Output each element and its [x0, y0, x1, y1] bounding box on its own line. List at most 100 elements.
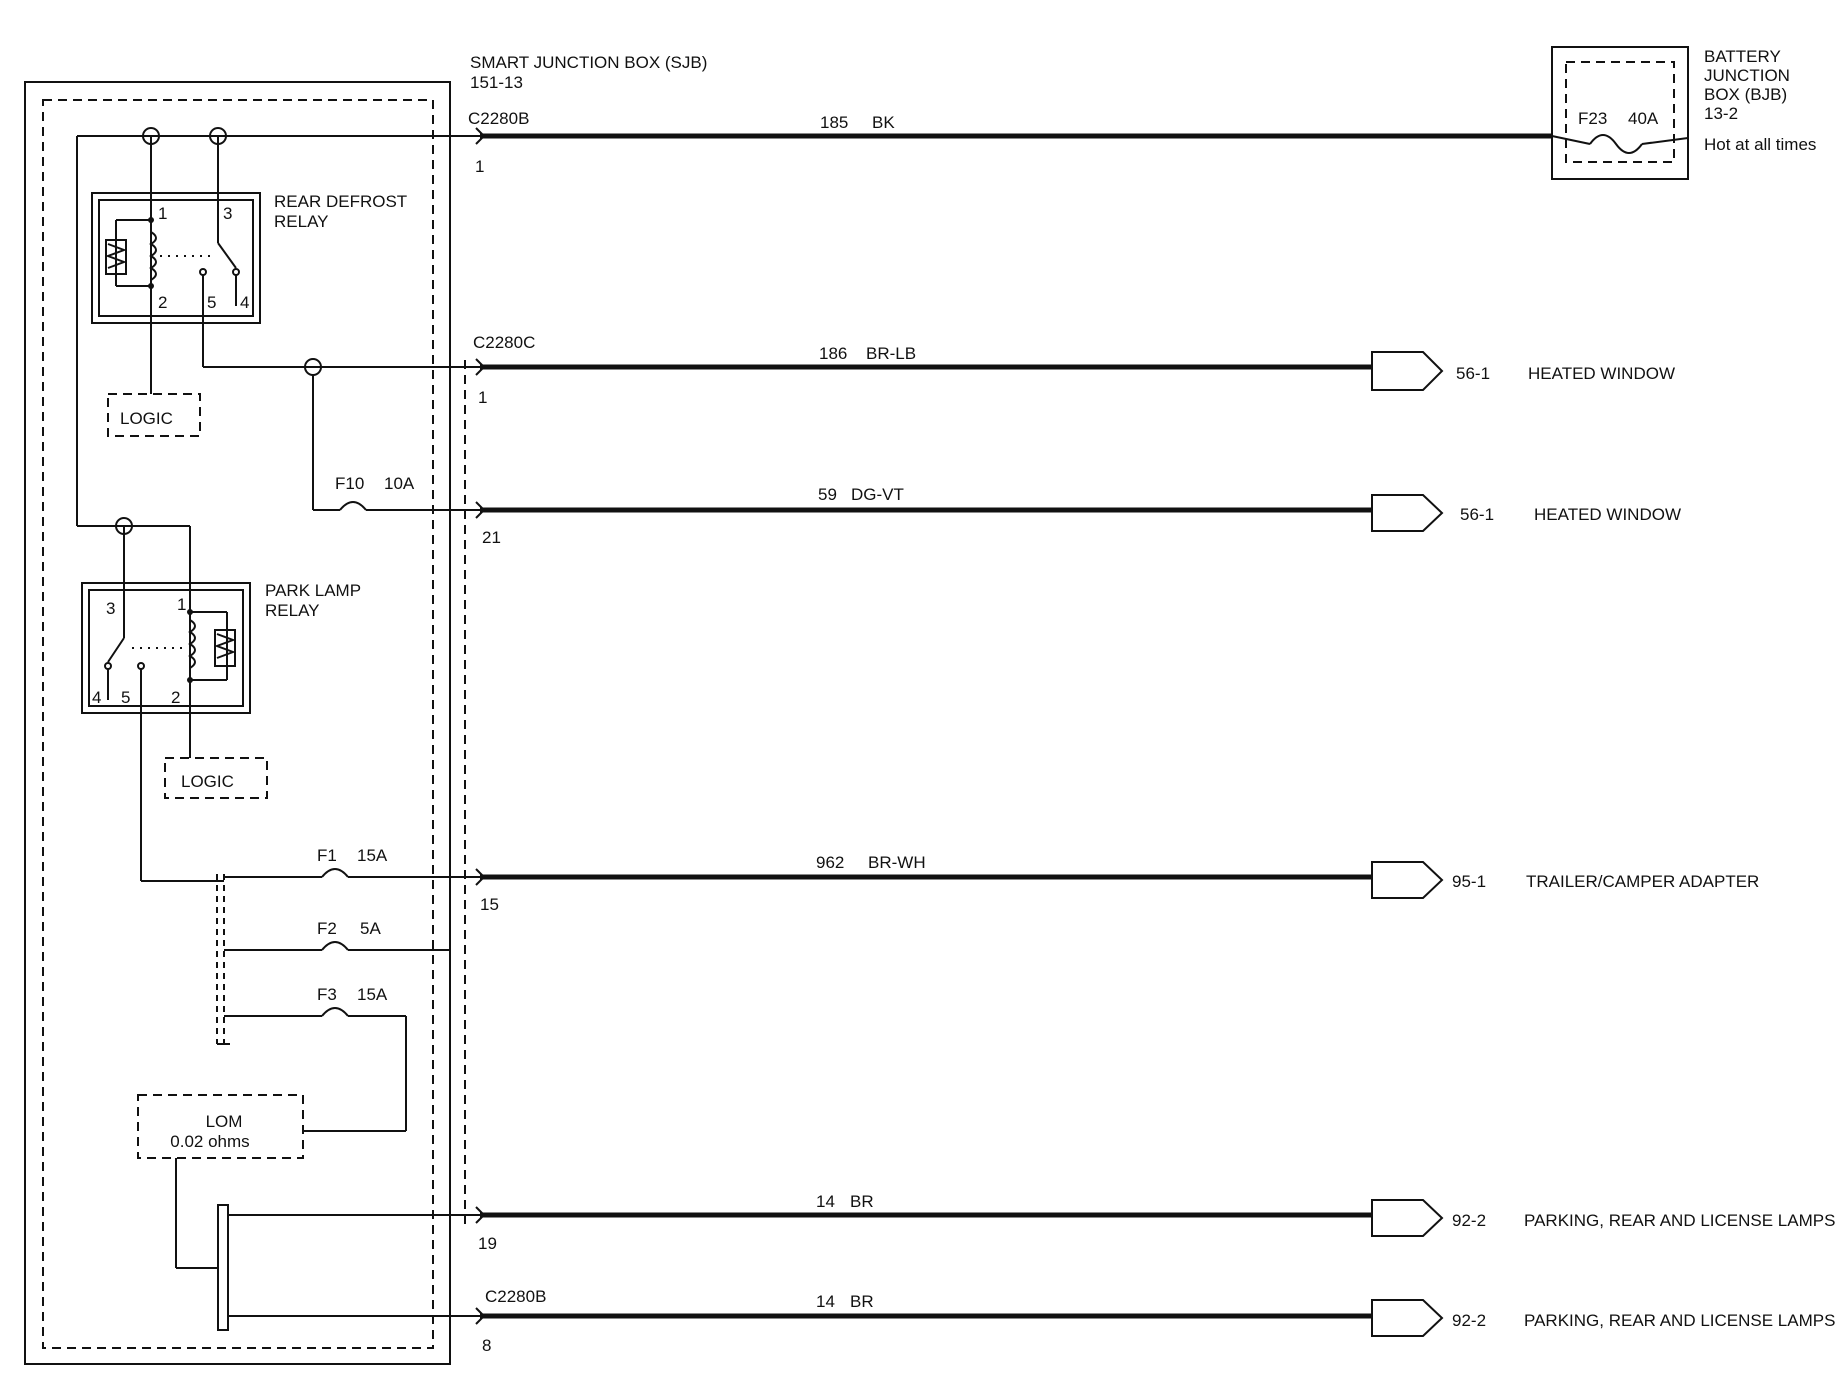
fuse-f10-amp: 10A	[384, 474, 415, 493]
relay-resistor	[105, 239, 127, 275]
fuse-f3-symbol	[321, 1007, 349, 1017]
circuit-186: C2280C 1 186 BR-LB 56-1 HEATED WINDOW	[473, 333, 1675, 407]
wire-color: BR-WH	[868, 853, 926, 872]
circuit-number: 186	[819, 344, 847, 363]
pin-1-label: 1	[177, 595, 186, 614]
fuse-f3-amp: 15A	[357, 985, 388, 1004]
pin-number: 1	[475, 157, 484, 176]
bjb-hot-note: Hot at all times	[1704, 135, 1816, 154]
pin-number: 15	[480, 895, 499, 914]
wire-color: BR-LB	[866, 344, 916, 363]
pin-5-label: 5	[121, 688, 130, 707]
wire-color: BR	[850, 1292, 874, 1311]
fuse-f3-id: F3	[317, 985, 337, 1004]
lom-module: LOM 0.02 ohms	[137, 1094, 480, 1331]
pin-1-label: 1	[158, 204, 167, 223]
circuit-962: 15 962 BR-WH 95-1 TRAILER/CAMPER ADAPTER	[475, 853, 1759, 914]
page-reference-flag	[1371, 351, 1444, 391]
fuse-f1-id: F1	[317, 846, 337, 865]
pin-3-label: 3	[223, 204, 232, 223]
destination-label: TRAILER/CAMPER ADAPTER	[1526, 872, 1759, 891]
circuit-59: 21 59 DG-VT 56-1 HEATED WINDOW	[475, 485, 1681, 547]
circuit-14-pin19: 19 14 BR 92-2 PARKING, REAR AND LICENSE …	[475, 1192, 1835, 1253]
pin-2-label: 2	[171, 688, 180, 707]
circuit-185: C2280B 1 185 BK	[468, 109, 1689, 176]
park-output-bus	[140, 669, 230, 1045]
pin-4-label: 4	[240, 293, 249, 312]
connector-id: C2280C	[473, 333, 535, 352]
connector-id: C2280B	[468, 109, 529, 128]
destination-label: PARKING, REAR AND LICENSE LAMPS	[1524, 1311, 1835, 1330]
circuit-number: 59	[818, 485, 837, 504]
relay-coil	[188, 619, 196, 669]
logic-block-defrost: LOGIC	[107, 393, 201, 437]
page-ref: 56-1	[1456, 364, 1490, 383]
page-reference-flag	[1371, 1199, 1444, 1237]
page-reference-flag	[1371, 494, 1444, 532]
pin-number: 8	[482, 1336, 491, 1355]
fuse-f1-amp: 15A	[357, 846, 388, 865]
relay-label-line1: REAR DEFROST	[274, 192, 407, 211]
lom-resistance: 0.02 ohms	[170, 1132, 249, 1151]
fuse-f2-symbol	[321, 941, 349, 951]
sjb-enclosure	[24, 81, 466, 1365]
fuse-f3: F3 15A	[224, 985, 407, 1132]
fuse-f10-symbol	[339, 501, 367, 511]
fuse-f2-id: F2	[317, 919, 337, 938]
bjb-fuse-f23	[1589, 134, 1643, 154]
page-ref: 56-1	[1460, 505, 1494, 524]
fuse-f2-amp: 5A	[360, 919, 381, 938]
destination-label: HEATED WINDOW	[1528, 364, 1675, 383]
relay-label-line2: RELAY	[265, 601, 320, 620]
logic-block-park: LOGIC	[164, 757, 268, 799]
wire-color: BK	[872, 113, 895, 132]
pin-number: 21	[482, 528, 501, 547]
relay-label-line2: RELAY	[274, 212, 329, 231]
relay-coil	[149, 231, 157, 281]
wire-color: DG-VT	[851, 485, 904, 504]
logic-label: LOGIC	[181, 772, 234, 791]
fuse-f1-symbol	[321, 868, 349, 878]
pin-4-label: 4	[92, 688, 101, 707]
fuse-f10-id: F10	[335, 474, 364, 493]
fuse-f2: F2 5A	[224, 919, 450, 951]
wire-color: BR	[850, 1192, 874, 1211]
pin-2-label: 2	[158, 293, 167, 312]
rear-defrost-relay: 1 3 2 5 4	[91, 192, 261, 324]
circuit-number: 185	[820, 113, 848, 132]
bjb-label-line1: BATTERY	[1704, 47, 1781, 66]
defrost-output-feed: F10 10A	[202, 275, 480, 511]
sjb-page-ref: 151-13	[470, 73, 523, 92]
park-lamp-relay-label: PARK LAMP RELAY	[265, 581, 361, 620]
bjb-label: BATTERY JUNCTION BOX (BJB) 13-2 Hot at a…	[1704, 47, 1816, 154]
bjb-box: F23 40A	[1551, 46, 1689, 180]
bjb-label-line3: BOX (BJB)	[1704, 85, 1787, 104]
pin-number: 19	[478, 1234, 497, 1253]
pin-3-label: 3	[106, 599, 115, 618]
destination-label: HEATED WINDOW	[1534, 505, 1681, 524]
page-ref: 95-1	[1452, 872, 1486, 891]
bjb-page-ref: 13-2	[1704, 104, 1738, 123]
park-lamp-relay: 3 1 4 5 2	[81, 582, 251, 714]
circuit-number: 962	[816, 853, 844, 872]
rear-defrost-relay-label: REAR DEFROST RELAY	[274, 192, 407, 231]
relay-switch-arm	[107, 637, 125, 663]
bjb-label-line2: JUNCTION	[1704, 66, 1790, 85]
page-reference-flag	[1371, 1299, 1444, 1337]
lom-label: LOM	[206, 1112, 243, 1131]
bjb-fuse-amp: 40A	[1628, 109, 1659, 128]
circuit-14-pin8: C2280B 8 14 BR 92-2 PARKING, REAR AND LI…	[475, 1287, 1835, 1355]
internal-feed-bus	[76, 127, 480, 605]
page-ref: 92-2	[1452, 1211, 1486, 1230]
circuit-number: 14	[816, 1192, 835, 1211]
connector-id: C2280B	[485, 1287, 546, 1306]
relay-resistor	[214, 629, 236, 667]
fuse-f1: F1 15A	[224, 846, 480, 878]
connector-pin-mark	[475, 127, 486, 145]
destination-label: PARKING, REAR AND LICENSE LAMPS	[1524, 1211, 1835, 1230]
relay-label-line1: PARK LAMP	[265, 581, 361, 600]
page-ref: 92-2	[1452, 1311, 1486, 1330]
output-bus-bar	[217, 1204, 229, 1331]
page-reference-flag	[1371, 861, 1444, 899]
